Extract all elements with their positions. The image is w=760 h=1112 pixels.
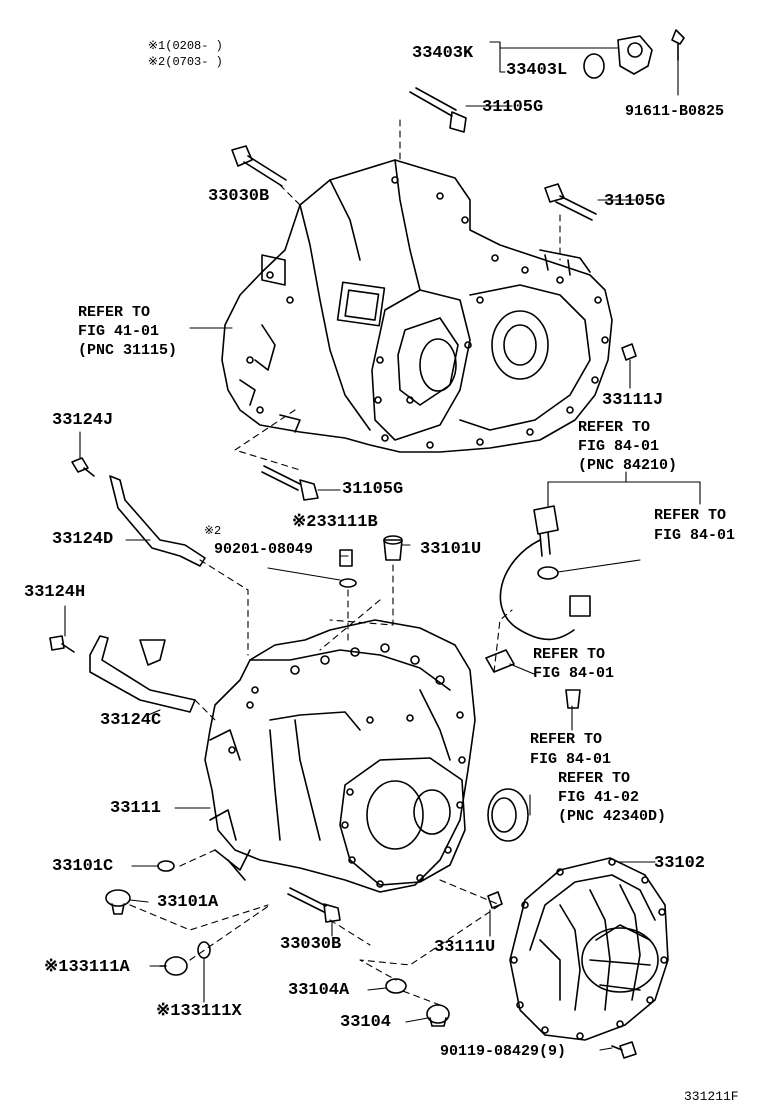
part-33030b-top[interactable]: 33030B	[208, 187, 270, 206]
plug-33104	[426, 1004, 450, 1027]
oil-seal-42340d	[487, 788, 529, 842]
switch-84210	[485, 505, 591, 709]
bolt-90119	[611, 1041, 637, 1059]
washer-33101c	[157, 860, 175, 872]
bolt-33124h	[49, 635, 75, 653]
pin-33111u	[487, 891, 503, 909]
part-33124j[interactable]: 33124J	[52, 411, 114, 430]
refer-fig84-01-b-line1[interactable]: REFER TO	[654, 507, 727, 524]
refer-fig84-01-d-line1[interactable]: REFER TO	[530, 731, 603, 748]
part-33124c[interactable]: 33124C	[100, 711, 162, 730]
refer-fig41-01-line2[interactable]: FIG 41-01	[78, 323, 160, 340]
refer-fig84-01-a-line3[interactable]: (PNC 84210)	[578, 457, 678, 474]
refer-fig84-01-a-line1[interactable]: REFER TO	[578, 419, 651, 436]
plug-33111b	[339, 549, 353, 567]
note-1: ※1(0208- )	[148, 39, 223, 53]
refer-fig84-01-b-line2[interactable]: FIG 84-01	[654, 527, 736, 544]
part-33111j[interactable]: 33111J	[602, 391, 664, 410]
part-33124h[interactable]: 33124H	[24, 583, 86, 602]
refer-fig84-01-c-line1[interactable]: REFER TO	[533, 646, 606, 663]
refer-fig84-01-d-line2[interactable]: FIG 84-01	[530, 751, 612, 768]
refer-fig41-01-line1[interactable]: REFER TO	[78, 304, 151, 321]
bolt-31105g-mid	[261, 465, 319, 501]
plug-33101a	[105, 889, 131, 915]
refer-fig84-01-c-line2[interactable]: FIG 84-01	[533, 665, 615, 682]
part-90201-08049[interactable]: 90201-08049	[214, 541, 314, 558]
note-2: ※2(0703- )	[148, 55, 223, 69]
part-31105g-right[interactable]: 31105G	[604, 192, 666, 211]
part-33101u[interactable]: 33101U	[420, 540, 482, 559]
refer-fig41-02-line3[interactable]: (PNC 42340D)	[558, 808, 667, 825]
washer-90201	[339, 578, 357, 588]
pin-33111j	[621, 343, 637, 361]
bolt-31105g-right	[544, 183, 597, 221]
part-90119-08429[interactable]: 90119-08429(9)	[440, 1043, 567, 1060]
part-91611-b0825[interactable]: 91611-B0825	[625, 103, 725, 120]
part-33111u[interactable]: 33111U	[434, 938, 496, 957]
bolt-33030b-top	[231, 145, 287, 187]
part-31105g-mid[interactable]: 31105G	[342, 480, 404, 499]
part-33030b-bot[interactable]: 33030B	[280, 935, 342, 954]
bracket-33124d	[109, 475, 206, 567]
upper-housing	[221, 159, 613, 453]
shift-lever-33124c	[89, 635, 196, 713]
part-33104[interactable]: 33104	[340, 1013, 392, 1032]
refer-fig84-01-a-line2[interactable]: FIG 84-01	[578, 438, 660, 455]
lower-housing	[204, 619, 476, 893]
part-33403l[interactable]: 33403L	[506, 61, 568, 80]
part-33111a[interactable]: ※133111A	[44, 958, 130, 977]
refer-fig41-01-line3[interactable]: (PNC 31115)	[78, 342, 178, 359]
speed-sensor-33403k	[583, 29, 685, 79]
part-33403k[interactable]: 33403K	[412, 44, 474, 63]
refer-fig41-02-line2[interactable]: FIG 41-02	[558, 789, 640, 806]
part-33111x[interactable]: ※133111X	[156, 1002, 242, 1021]
part-33124d[interactable]: 33124D	[52, 530, 114, 549]
figure-id: 331211F	[684, 1089, 739, 1104]
refer-fig41-02-line1[interactable]: REFER TO	[558, 770, 631, 787]
part-33102[interactable]: 33102	[654, 854, 706, 873]
plug-33101u	[383, 535, 403, 561]
part-33111b[interactable]: ※233111B	[292, 513, 378, 532]
note-mark-2: ※2	[204, 524, 222, 538]
bolt-33030b-bot	[287, 887, 341, 923]
washer-33104a	[385, 978, 407, 994]
part-31105g-top[interactable]: 31105G	[482, 98, 544, 117]
bolt-31105g-top	[409, 87, 467, 133]
part-33111[interactable]: 33111	[110, 799, 162, 818]
part-33104a[interactable]: 33104A	[288, 981, 350, 1000]
part-33101c[interactable]: 33101C	[52, 857, 114, 876]
case-cover	[509, 857, 669, 1041]
part-33101a[interactable]: 33101A	[157, 893, 219, 912]
bolt-33124j	[71, 457, 95, 477]
